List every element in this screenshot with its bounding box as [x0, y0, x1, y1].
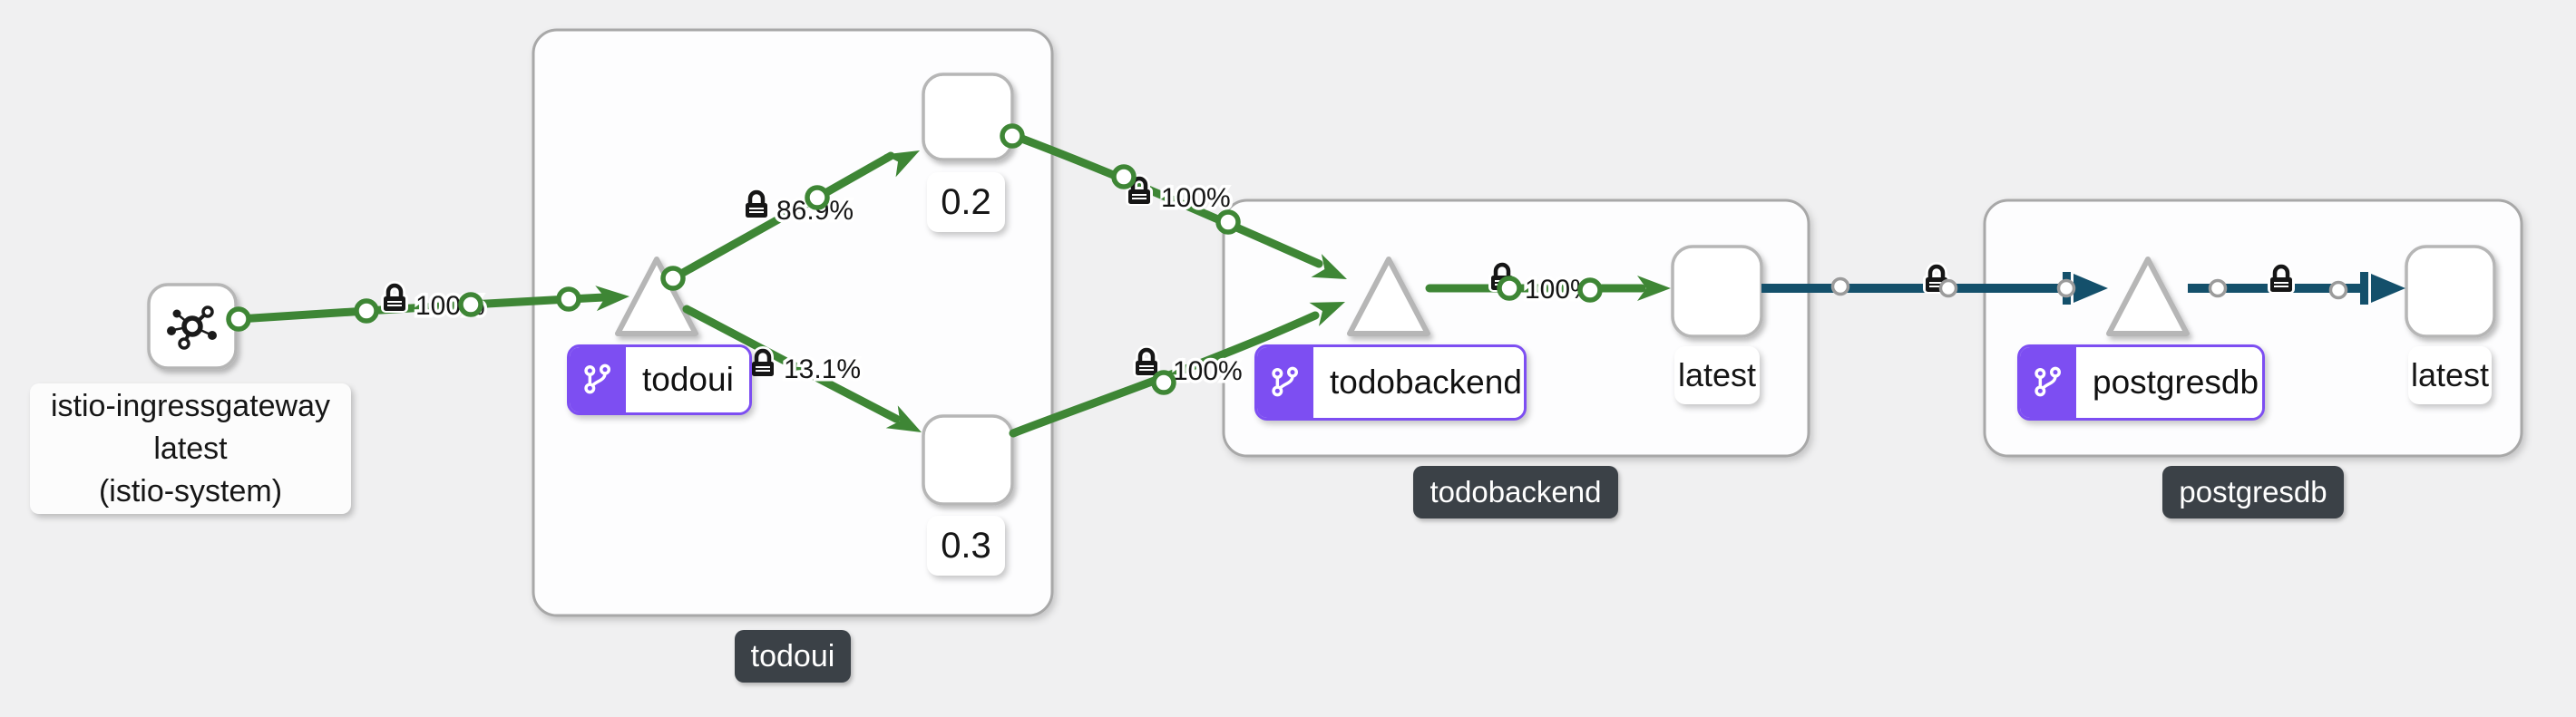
node-todoui-service-triangle[interactable]	[615, 257, 698, 336]
edge-waypoint-tcp[interactable]	[1830, 276, 1850, 296]
edge-waypoint[interactable]	[1580, 280, 1600, 300]
edge-waypoint[interactable]	[559, 289, 579, 309]
workload-label-todobackend-latest: latest	[1674, 346, 1760, 404]
edge-waypoint-tcp[interactable]	[1938, 278, 1958, 298]
edge-waypoint[interactable]	[1114, 167, 1134, 187]
app-badge-todobackend[interactable]: todobackend	[1254, 344, 1527, 421]
versioned-app-icon	[2020, 347, 2076, 418]
edge-label-v02-backend: 100%	[1161, 183, 1231, 213]
edge-waypoint[interactable]	[1002, 126, 1022, 146]
lock-icon	[749, 351, 776, 378]
edge-label-v03: 13.1%	[784, 354, 861, 384]
app-badge-label: todoui	[626, 347, 749, 412]
node-postgresdb-service-triangle[interactable]	[2106, 257, 2190, 336]
app-badge-label: todobackend	[1313, 347, 1524, 418]
app-badge-todoui[interactable]: todoui	[567, 344, 752, 415]
app-badge-postgresdb[interactable]: postgresdb	[2017, 344, 2265, 421]
gateway-node-label: istio-ingressgateway latest (istio-syste…	[30, 383, 351, 514]
node-todobackend-service-triangle[interactable]	[1347, 257, 1430, 336]
edge-waypoint-tcp[interactable]	[2208, 278, 2228, 298]
edge-waypoint-tcp[interactable]	[2328, 280, 2348, 300]
version-label-v02: 0.2	[927, 172, 1005, 232]
edge-v02-to-todobackend[interactable]	[1008, 131, 1323, 268]
lock-icon	[2268, 266, 2295, 294]
gateway-name: istio-ingressgateway	[50, 388, 331, 423]
edge-waypoint[interactable]	[356, 301, 376, 321]
versioned-app-icon	[1257, 347, 1313, 418]
group-chip-postgresdb[interactable]: postgresdb	[2162, 466, 2344, 518]
edge-waypoint[interactable]	[807, 188, 827, 208]
lock-icon	[381, 286, 408, 313]
version-label-v03: 0.3	[927, 516, 1005, 576]
edge-todoui-to-v03[interactable]	[682, 305, 901, 423]
workload-label-postgresdb-latest: latest	[2408, 346, 2492, 404]
edge-waypoint-tcp[interactable]	[2056, 278, 2076, 298]
app-badge-label: postgresdb	[2076, 347, 2262, 418]
mesh-gateway-icon	[167, 305, 217, 350]
edge-waypoint[interactable]	[461, 295, 481, 315]
node-todoui-v03[interactable]	[922, 414, 1014, 506]
lock-icon	[743, 192, 770, 219]
node-postgresdb-latest[interactable]	[2405, 245, 2496, 338]
node-todoui-v02[interactable]	[922, 73, 1014, 161]
group-chip-todobackend[interactable]: todobackend	[1413, 466, 1618, 518]
edge-waypoint[interactable]	[1154, 373, 1174, 392]
node-todobackend-latest[interactable]	[1671, 245, 1763, 338]
edge-label-v03-backend: 100%	[1173, 356, 1243, 386]
edge-waypoint[interactable]	[1499, 278, 1519, 298]
gateway-namespace: (istio-system)	[98, 473, 283, 509]
edge-waypoint[interactable]	[229, 309, 249, 329]
edge-waypoint[interactable]	[1218, 212, 1238, 232]
node-istio-ingressgateway[interactable]	[147, 283, 238, 370]
gateway-version: latest	[153, 431, 228, 466]
edge-waypoint[interactable]	[663, 268, 683, 288]
group-chip-todoui[interactable]: todoui	[735, 630, 851, 683]
versioned-app-icon	[570, 347, 626, 412]
